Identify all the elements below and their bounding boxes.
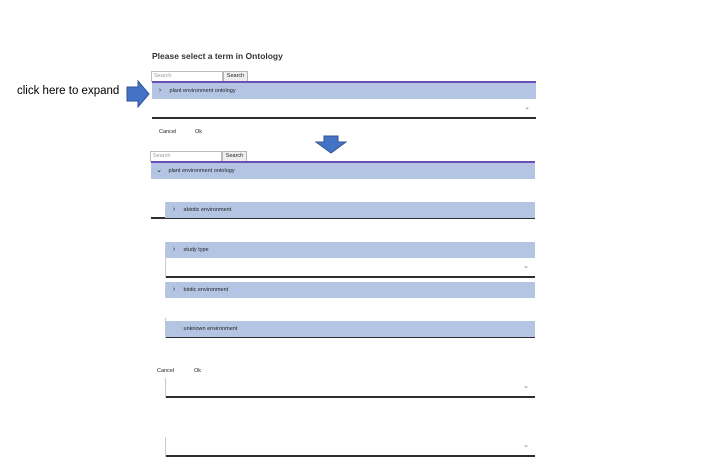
- chevron-down-icon[interactable]: ⌄: [524, 104, 530, 111]
- tree-node-label: biotic environment: [183, 287, 229, 293]
- tree-node-label: plant environment ontology: [168, 168, 235, 174]
- chevron-right-icon[interactable]: ›: [172, 246, 176, 253]
- ok-button[interactable]: Ok: [195, 129, 203, 135]
- tree-node-select[interactable]: ⌄: [152, 99, 536, 119]
- tree-node-label: abiotic environment: [183, 207, 232, 213]
- chevron-down-icon[interactable]: ⌄: [523, 442, 529, 449]
- down-arrow-icon: [315, 135, 347, 154]
- tree-node-plant-environment-ontology[interactable]: ⌄ plant environment ontology: [151, 163, 535, 179]
- chevron-right-icon[interactable]: ›: [158, 87, 162, 94]
- tree-node-label: plant environment ontology: [169, 88, 236, 94]
- accent-divider: [151, 161, 535, 163]
- chevron-down-icon[interactable]: ⌄: [523, 383, 529, 390]
- tree-node-label: study type: [183, 247, 209, 253]
- tree-node-select[interactable]: ⌄: [166, 258, 535, 278]
- tree-node-study-type[interactable]: › study type: [166, 242, 535, 258]
- ok-button[interactable]: Ok: [194, 368, 202, 374]
- search-placeholder: Search: [153, 153, 171, 159]
- cancel-button[interactable]: Cancel: [157, 368, 175, 374]
- tree-node-unknown-environment[interactable]: unknown environment: [166, 321, 535, 337]
- search-placeholder: Search: [154, 73, 172, 79]
- accent-divider: [152, 81, 536, 83]
- dialog-title: Please select a term in Ontology: [152, 51, 283, 61]
- cancel-button[interactable]: Cancel: [159, 129, 177, 135]
- tree-node-select[interactable]: ⌄: [166, 437, 535, 457]
- chevron-down-icon[interactable]: ⌄: [156, 167, 162, 174]
- tree-node-plant-environment-ontology[interactable]: › plant environment ontology: [152, 83, 536, 99]
- chevron-right-icon[interactable]: ›: [172, 286, 176, 293]
- tree-node-abiotic-environment[interactable]: › abiotic environment: [166, 202, 535, 218]
- chevron-right-icon[interactable]: ›: [172, 206, 176, 213]
- tree-node-label: unknown environment: [183, 326, 238, 332]
- right-arrow-icon: [126, 80, 150, 108]
- chevron-down-icon[interactable]: ⌄: [523, 263, 529, 270]
- tree-node-select[interactable]: ⌄: [166, 378, 535, 398]
- tree-node-biotic-environment[interactable]: › biotic environment: [166, 282, 535, 298]
- expand-callout-text: click here to expand: [17, 85, 120, 97]
